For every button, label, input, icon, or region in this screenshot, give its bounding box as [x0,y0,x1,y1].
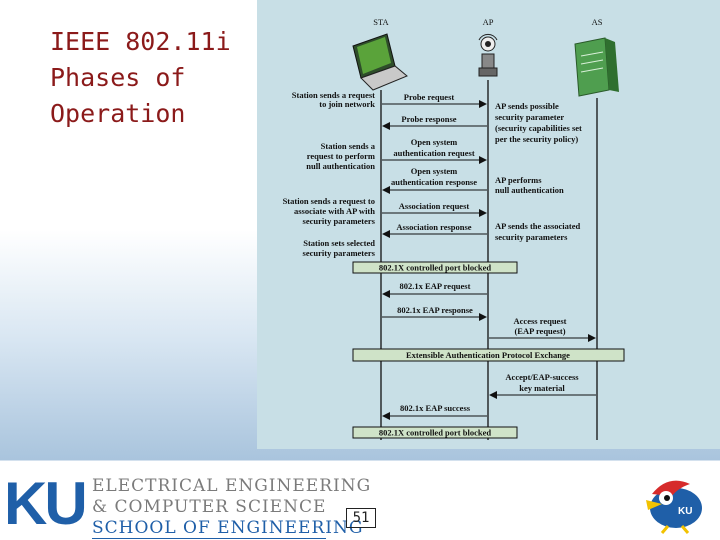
left-note-3-line-3: security parameters [303,216,376,226]
left-note-2-line-3: null authentication [306,161,375,171]
right-note-2-line-1: AP performs [495,175,542,185]
right-note-3: AP sends the associated security paramet… [495,221,581,242]
left-note-3: Station sends a request to associate wit… [283,196,376,226]
title-line-2: Phases of [50,60,250,96]
message-probe-request: Probe request [382,92,486,104]
message-eap-success-label: 802.1x EAP success [400,403,471,413]
bar-port-blocked-2-label: 802.1X controlled port blocked [379,428,492,438]
access-point-icon [479,34,497,76]
page-number: 51 [346,508,376,528]
jayhawk-mascot-icon: KU [638,470,710,534]
bar-port-blocked-2: 802.1X controlled port blocked [353,427,517,438]
right-note-4: Accept/EAP-success key material [505,372,579,393]
left-note-1-line-2: to join network [319,99,375,109]
dept-line-1: ELECTRICAL ENGINEERING [92,476,371,496]
right-note-1-line-2: security parameter [495,112,564,122]
message-eap-response: 802.1x EAP response [382,305,486,317]
right-note-1-line-4: per the security policy) [495,134,578,144]
message-eap-success: 802.1x EAP success [383,403,487,416]
right-note-2-line-2: null authentication [495,185,564,195]
message-probe-response-label: Probe response [401,114,456,124]
message-open-auth-request: Open system authentication request [382,137,486,160]
bar-eap-exchange: Extensible Authentication Protocol Excha… [353,349,624,361]
right-note-3-line-1: AP sends the associated [495,221,581,231]
left-note-2: Station sends a request to perform null … [306,141,375,171]
message-access-request-label-1: Access request [514,316,567,326]
right-note-4-line-2: key material [519,383,565,393]
title-line-3: Operation [50,96,250,132]
message-access-request: Access request (EAP request) [489,316,595,338]
svg-text:KU: KU [678,506,692,517]
slide-title: IEEE 802.11i Phases of Operation [50,24,250,132]
message-probe-request-label: Probe request [404,92,455,102]
message-open-auth-response-label-1: Open system [411,166,458,176]
message-eap-request-label: 802.1x EAP request [400,281,471,291]
left-note-2-line-1: Station sends a [321,141,376,151]
sequence-diagram-svg: STA AP AS Station [257,0,720,449]
school-underline [92,538,326,539]
right-note-4-line-1: Accept/EAP-success [505,372,579,382]
left-note-1: Station sends a request to join network [292,90,375,109]
left-note-2-line-2: request to perform [307,151,375,161]
right-note-2: AP performs null authentication [495,175,564,195]
title-line-1: IEEE 802.11i [50,24,250,60]
entity-sta: STA [373,17,389,27]
right-note-3-line-2: security parameters [495,232,568,242]
message-open-auth-request-label-1: Open system [411,137,458,147]
message-probe-response: Probe response [383,114,487,126]
message-association-response-label: Association response [396,222,471,232]
left-note-4: Station sets selected security parameter… [303,238,376,258]
left-note-3-line-2: associate with AP with [294,206,375,216]
left-note-4-line-2: security parameters [303,248,376,258]
message-access-request-label-2: (EAP request) [514,326,565,336]
message-eap-response-label: 802.1x EAP response [397,305,473,315]
left-note-3-line-1: Station sends a request to [283,196,375,206]
right-note-1-line-3: (security capabilities set [495,123,582,133]
school-name: SCHOOL OF ENGINEERING [92,518,363,538]
message-association-request: Association request [382,201,486,213]
dept-line-2: & COMPUTER SCIENCE [92,497,326,517]
server-icon [575,38,619,96]
right-note-1-line-1: AP sends possible [495,101,559,111]
left-note-4-line-1: Station sets selected [303,238,375,248]
bar-port-blocked-1-label: 802.1X controlled port blocked [379,263,492,273]
sequence-diagram: STA AP AS Station [257,0,720,449]
message-open-auth-response: Open system authentication response [383,166,487,190]
message-open-auth-request-label-2: authentication request [393,148,474,158]
message-association-response: Association response [383,222,487,234]
entity-as: AS [592,17,603,27]
ku-logo: KU [4,478,85,530]
bar-port-blocked-1: 802.1X controlled port blocked [353,262,517,273]
message-eap-request: 802.1x EAP request [383,281,487,294]
laptop-icon [353,34,407,90]
entity-ap: AP [483,17,494,27]
bar-eap-exchange-label: Extensible Authentication Protocol Excha… [406,350,570,360]
right-note-1: AP sends possible security parameter (se… [495,101,582,144]
message-open-auth-response-label-2: authentication response [391,177,477,187]
message-association-request-label: Association request [399,201,470,211]
